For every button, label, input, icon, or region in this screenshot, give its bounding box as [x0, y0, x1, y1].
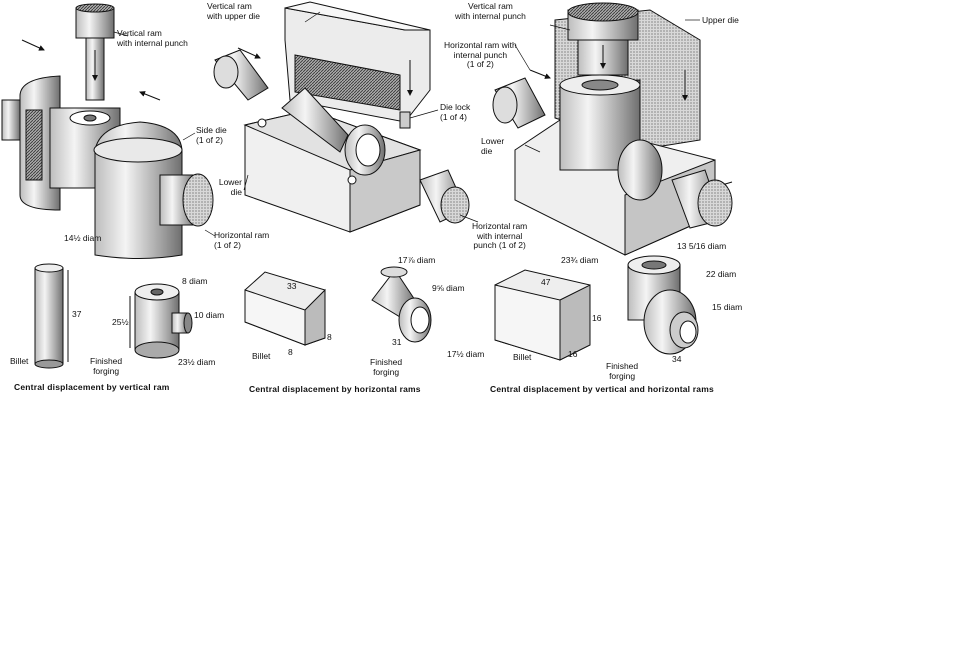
dim-diam-a: 17⅞ diam — [398, 255, 436, 265]
dim-billet-width: 8 — [288, 347, 293, 357]
label-billet: Billet — [252, 351, 271, 361]
dim-diam-c: 17½ diam — [447, 349, 485, 359]
label-side-die: Side die (1 of 2) — [196, 125, 227, 145]
direction-arrow — [529, 69, 551, 79]
label-vertical-ram: Vertical ram with internal punch — [117, 28, 188, 48]
dim-diam-a: 23¾ diam — [561, 255, 599, 265]
dim-billet-length: 33 — [287, 281, 297, 291]
finished-forging-3 — [627, 255, 699, 355]
dim-billet-diam: 14½ diam — [64, 233, 102, 243]
dim-length: 34 — [672, 354, 682, 364]
label-lower-die: Lower die — [218, 177, 242, 197]
direction-arrow — [21, 39, 45, 51]
finished-forging-1 — [129, 283, 193, 359]
dim-billet-length: 37 — [72, 309, 82, 319]
caption-panel-3: Central displacement by vertical and hor… — [490, 384, 714, 394]
workpiece — [281, 87, 349, 153]
panel-3-drawing — [492, 2, 733, 361]
dim-diam-b: 13 5/16 diam — [677, 241, 727, 251]
panel-1-drawing — [1, 3, 214, 369]
dim-side-diam: 10 diam — [194, 310, 225, 320]
label-horizontal-ram: Horizontal ram with internal punch (1 of… — [472, 221, 528, 250]
horizontal-ram-left — [1, 99, 21, 141]
dim-billet-height: 8 — [327, 332, 332, 342]
finished-forging-2 — [371, 266, 432, 343]
panel-2-drawing — [213, 1, 470, 346]
die-lock — [399, 111, 411, 129]
label-upper-die: Upper die — [702, 15, 739, 25]
dim-bottom-diam: 23½ diam — [178, 357, 216, 367]
dim-billet-length: 47 — [541, 277, 551, 287]
leader-lines — [113, 11, 700, 237]
dim-diam-d: 15 diam — [712, 302, 743, 312]
dim-diam-b: 9⅝ diam — [432, 283, 465, 293]
label-finished-forging: Finished forging — [370, 357, 403, 377]
label-horizontal-ram: Horizontal ram with internal punch (1 of… — [444, 40, 517, 69]
label-finished-forging: Finished forging — [90, 356, 123, 376]
label-lower-die: Lower die — [481, 136, 505, 156]
dim-height: 25½ — [112, 317, 129, 327]
dim-top-diam: 8 diam — [182, 276, 208, 286]
label-vertical-ram: Vertical ram with internal punch — [455, 1, 526, 21]
dim-billet-width: 16 — [568, 349, 578, 359]
dim-billet-height: 16 — [592, 313, 602, 323]
label-horizontal-ram: Horizontal ram (1 of 2) — [214, 230, 270, 250]
caption-panel-2: Central displacement by horizontal rams — [249, 384, 421, 394]
caption-panel-1: Central displacement by vertical ram — [14, 382, 170, 392]
vertical-ram — [75, 7, 115, 39]
billet — [34, 267, 64, 365]
direction-arrow — [237, 47, 261, 59]
label-billet: Billet — [513, 352, 532, 362]
label-vertical-ram: Vertical ram with upper die — [207, 1, 260, 21]
direction-arrow — [139, 91, 161, 101]
label-die-lock: Die lock (1 of 4) — [440, 102, 471, 122]
dim-length: 31 — [392, 337, 402, 347]
label-billet: Billet — [10, 356, 29, 366]
label-finished-forging: Finished forging — [606, 361, 639, 381]
dim-diam-c: 22 diam — [706, 269, 737, 279]
